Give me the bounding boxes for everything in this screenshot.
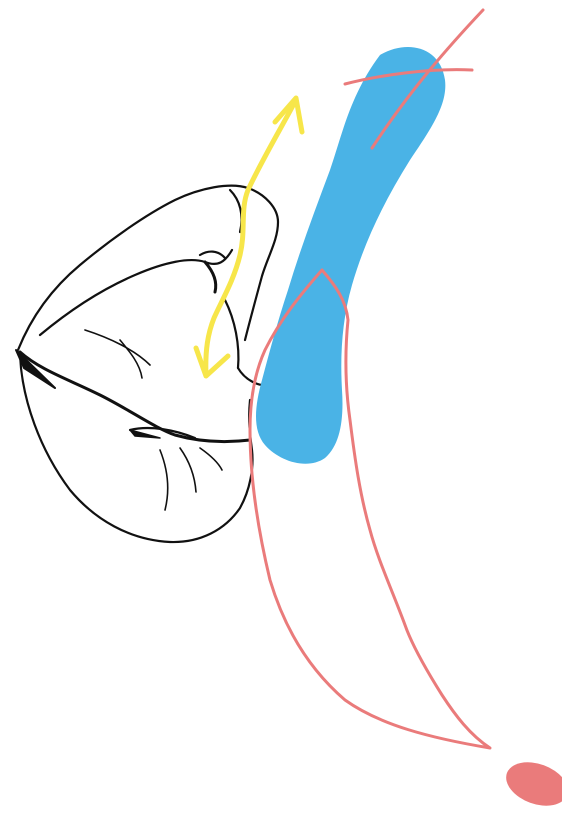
red-ellipse xyxy=(500,754,562,813)
lips-illustration xyxy=(16,186,278,542)
